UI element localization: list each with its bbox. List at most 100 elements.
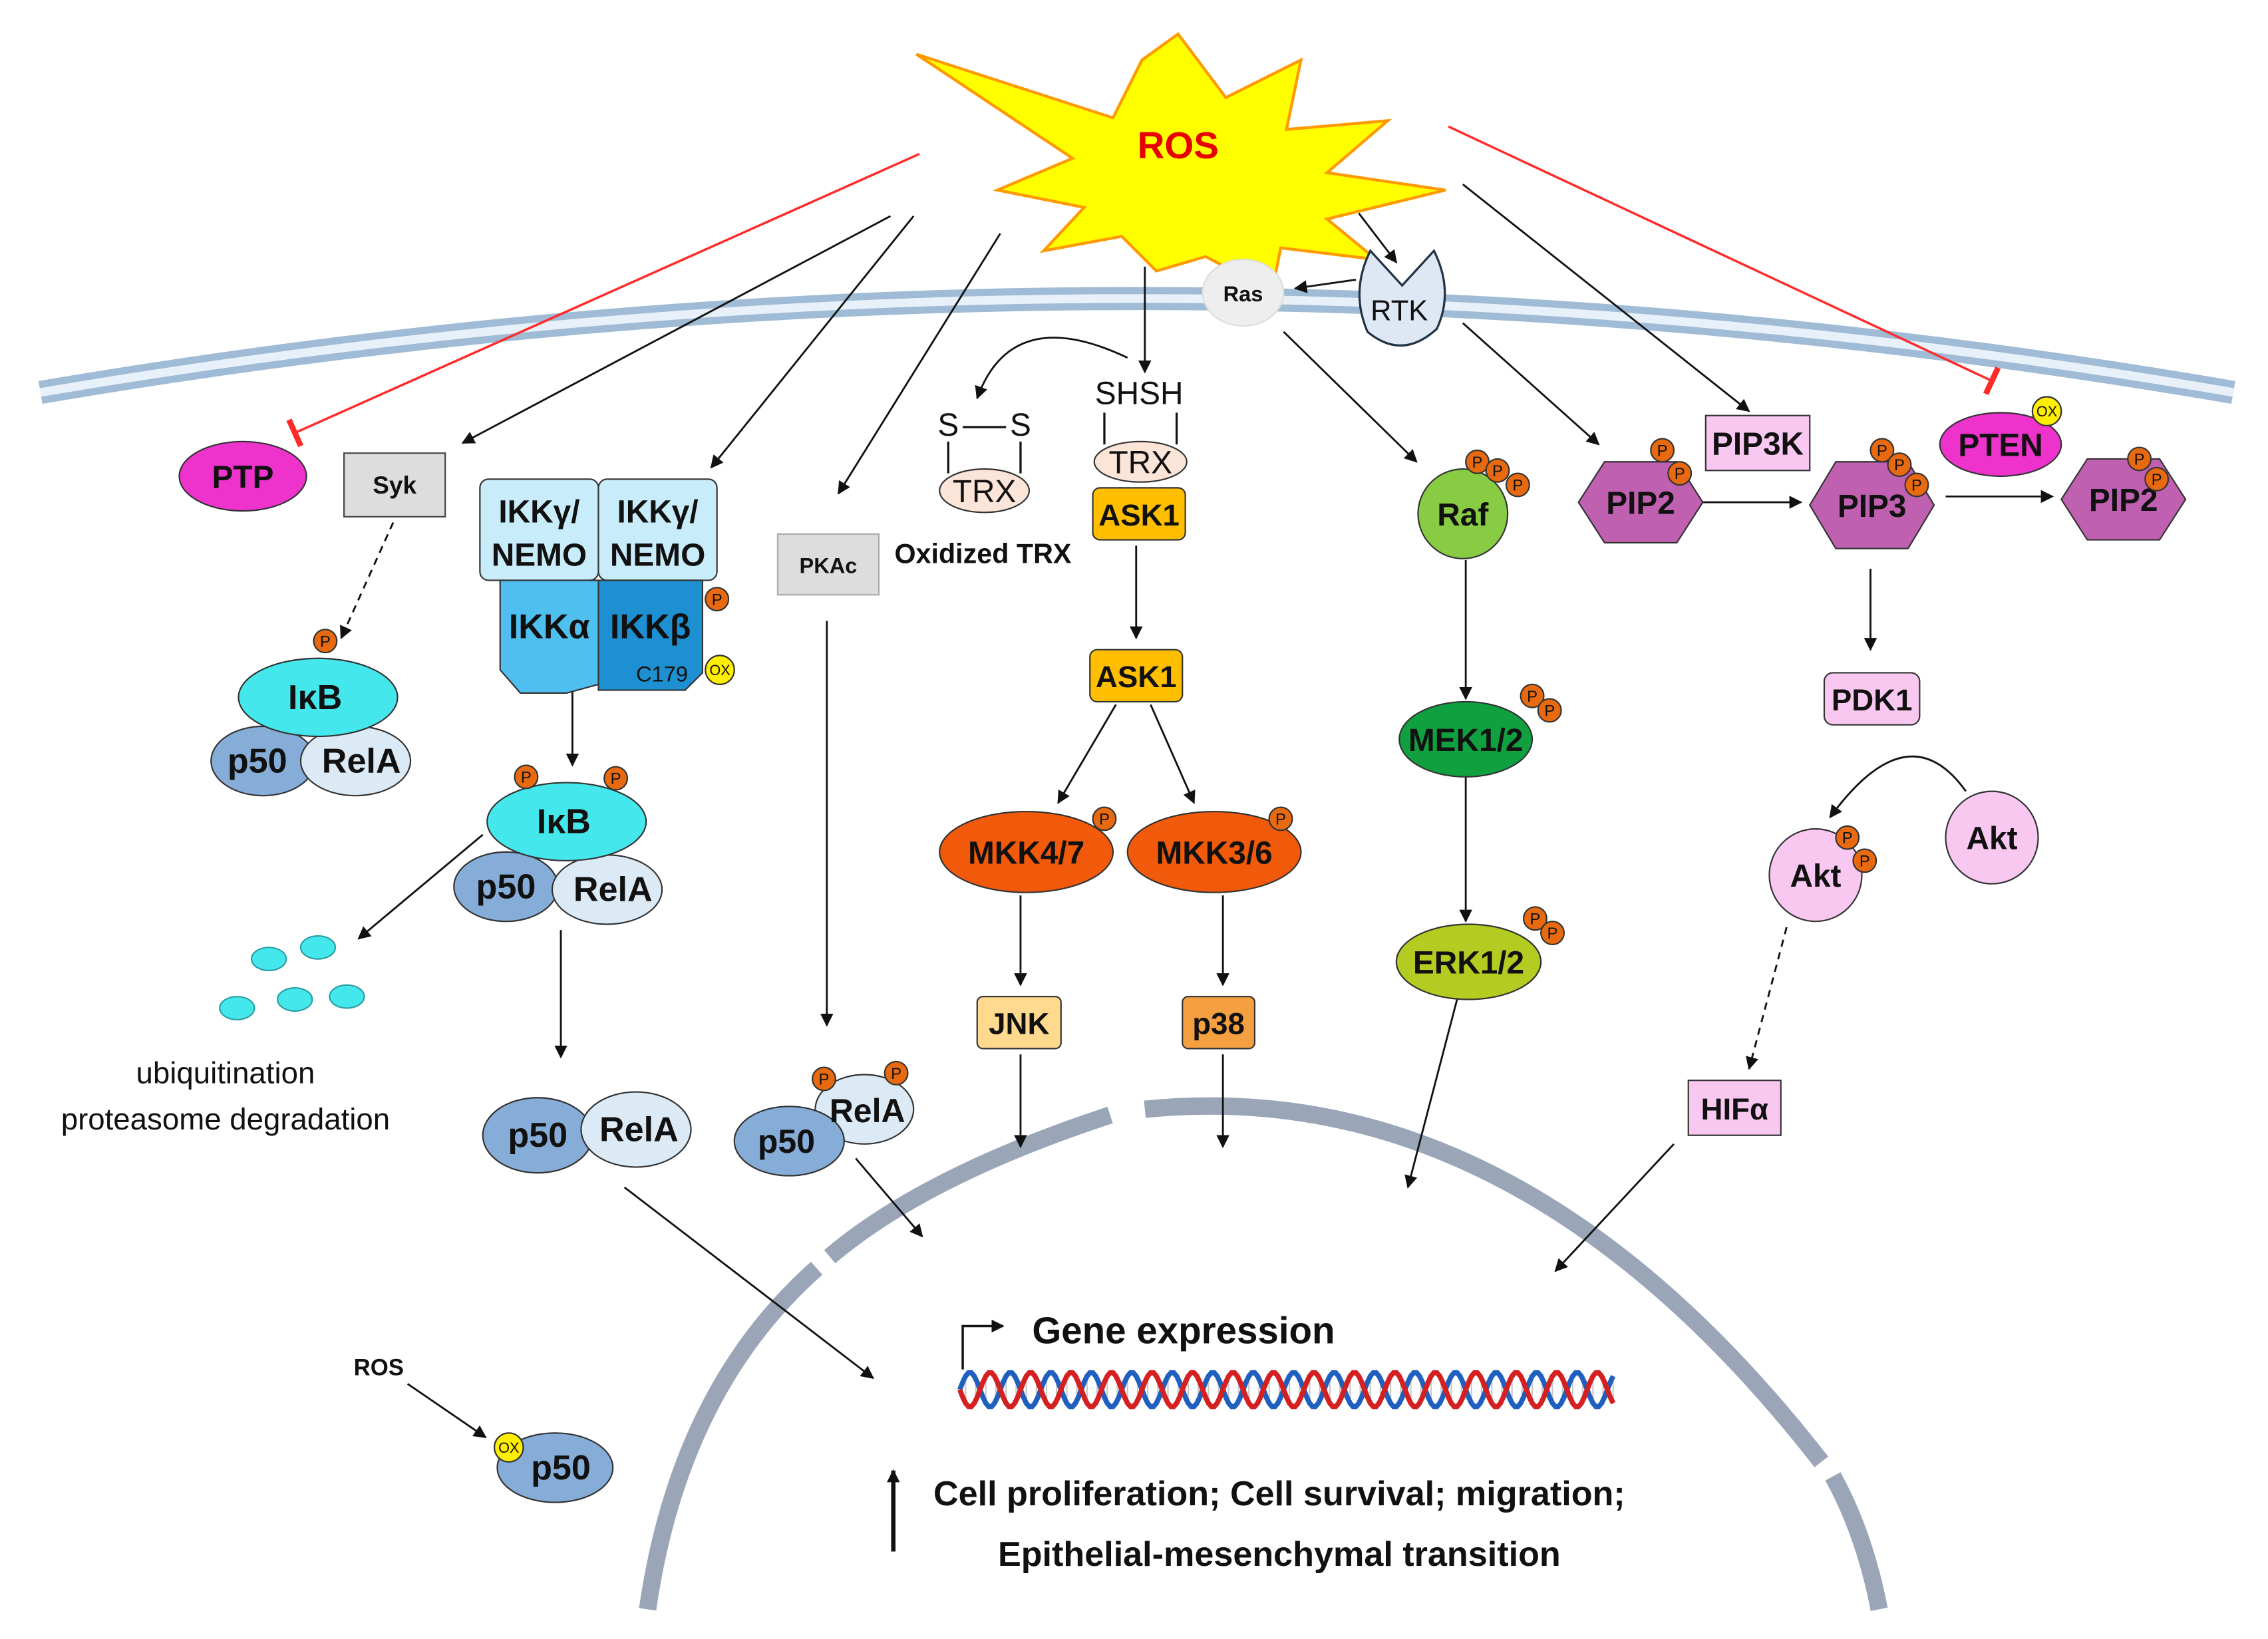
mkk47-node: MKK4/7 <box>939 810 1114 893</box>
svg-text:S: S <box>937 408 959 443</box>
svg-text:HIFα: HIFα <box>1701 1092 1769 1126</box>
phospho-badge: P <box>705 587 730 612</box>
phospho-badge: P <box>1092 806 1117 831</box>
ros-oxidized-p50: ROS p50 <box>354 1355 614 1503</box>
reduced-trx-ask1: SHSH TRX ASK1 <box>1092 376 1188 541</box>
oxidation-badge: OX <box>2031 396 2062 427</box>
svg-text:P: P <box>1842 829 1853 847</box>
phospho-badge: P <box>1520 683 1545 708</box>
svg-text:p38: p38 <box>1192 1007 1245 1041</box>
svg-text:p50: p50 <box>508 1116 567 1155</box>
ros-inhibits-ptp <box>286 152 920 448</box>
ask1-free: ASK1 <box>1089 649 1184 703</box>
svg-text:P: P <box>1512 477 1523 495</box>
svg-text:P: P <box>1527 688 1538 706</box>
svg-text:IκB: IκB <box>288 678 342 717</box>
svg-text:Syk: Syk <box>373 472 416 499</box>
svg-text:IκB: IκB <box>537 803 591 841</box>
free-p50-rela: p50 RelA <box>482 1091 692 1174</box>
svg-text:P: P <box>1544 702 1555 720</box>
svg-text:P: P <box>2152 471 2162 489</box>
rtk-receptor: RTK <box>1358 249 1446 347</box>
c179-label: C179 <box>636 662 688 686</box>
dna-strand-red <box>957 1370 1616 1410</box>
arrow-hif-nucleus <box>1554 1143 1675 1272</box>
pip3k-node: PIP3K <box>1704 414 1811 472</box>
svg-text:MKK3/6: MKK3/6 <box>1156 835 1272 871</box>
ros-inhibits-pten <box>1448 125 2001 396</box>
pip2-right-node: PIP2 <box>2060 458 2187 541</box>
arrow-p50rela-nucleus <box>623 1186 874 1379</box>
svg-text:RelA: RelA <box>830 1092 905 1129</box>
svg-text:ROS: ROS <box>354 1355 404 1380</box>
svg-text:P: P <box>611 770 621 788</box>
phospho-badge: P <box>811 1066 836 1092</box>
phospho-badge: P <box>1887 452 1912 478</box>
svg-text:P: P <box>1492 462 1503 480</box>
svg-text:MEK1/2: MEK1/2 <box>1408 723 1524 758</box>
pkac-node: PKAc <box>776 533 880 596</box>
nuclear-envelope <box>639 1097 1888 1611</box>
svg-text:PTEN: PTEN <box>1958 428 2042 464</box>
phospho-badge: P <box>514 764 539 790</box>
ikk-beta: IKKβ <box>610 607 691 646</box>
svg-text:P: P <box>1547 925 1558 943</box>
gene-expression: Gene expression <box>957 1310 1616 1410</box>
svg-text:RelA: RelA <box>599 1110 679 1149</box>
phospho-badge: P <box>1904 472 1929 498</box>
arrow-ros-pkac <box>837 233 1001 495</box>
svg-text:P: P <box>1530 910 1540 928</box>
svg-text:Ras: Ras <box>1223 281 1263 306</box>
svg-text:P: P <box>320 633 331 651</box>
pip3-node: PIP3 <box>1808 461 1935 549</box>
svg-text:PIP3: PIP3 <box>1838 489 1907 524</box>
jnk-node: JNK <box>976 996 1062 1050</box>
svg-text:P: P <box>1657 442 1668 460</box>
phospho-badge: P <box>2127 446 2152 472</box>
svg-text:PKAc: PKAc <box>800 553 858 578</box>
arrow-ros-rtk <box>1358 212 1398 263</box>
phospho-badge: P <box>1852 848 1877 873</box>
svg-text:PIP3K: PIP3K <box>1712 426 1804 462</box>
phospho-badge: P <box>1465 449 1490 474</box>
phospho-badge: P <box>1667 461 1693 486</box>
syk-node: Syk <box>343 452 446 518</box>
svg-text:Gene expression: Gene expression <box>1032 1310 1335 1352</box>
phospho-badge: P <box>1869 438 1895 463</box>
arrow-akt-phosphorylation <box>1829 755 1967 819</box>
svg-text:p50: p50 <box>758 1123 815 1160</box>
svg-text:P: P <box>1472 454 1483 472</box>
svg-text:MKK4/7: MKK4/7 <box>968 835 1084 871</box>
svg-text:P: P <box>521 769 532 787</box>
arrow-syk-ikb <box>340 522 395 640</box>
svg-text:P: P <box>2134 451 2145 469</box>
arrow-ask1-mkk36 <box>1150 704 1196 804</box>
mek-node: MEK1/2 <box>1398 700 1534 778</box>
akt-node: Akt <box>1945 790 2039 885</box>
outcome-line-2: Epithelial-mesenchymal transition <box>998 1535 1561 1574</box>
arrow-ros-ikk <box>710 216 915 469</box>
svg-text:TRX: TRX <box>953 474 1017 510</box>
svg-text:PTP: PTP <box>212 460 274 495</box>
ras-node: Ras <box>1202 258 1285 327</box>
degradation-label: proteasome degradation <box>61 1102 390 1136</box>
arrow-ikb-degradation <box>357 833 484 940</box>
svg-text:RelA: RelA <box>322 742 401 780</box>
mkk36-node: MKK3/6 <box>1126 810 1302 893</box>
outcomes: Cell proliferation; Cell survival; migra… <box>886 1469 1625 1574</box>
svg-text:ERK1/2: ERK1/2 <box>1413 945 1524 980</box>
arrow-ros-syk <box>461 215 891 444</box>
svg-text:PIP2: PIP2 <box>2089 483 2158 518</box>
oxidized-trx: S S TRX Oxidized TRX <box>894 408 1071 569</box>
ikk-gamma-2: IKKγ/ <box>617 495 699 530</box>
svg-text:P: P <box>1275 811 1286 829</box>
ikk-gamma-1: IKKγ/ <box>498 495 579 530</box>
ikb-complex-phospho: IκB p50 RelA <box>453 782 663 925</box>
svg-text:Akt: Akt <box>1967 821 2018 857</box>
ros-label: ROS <box>1138 124 1219 166</box>
ikk-nemo-1: NEMO <box>492 538 587 573</box>
svg-text:P: P <box>1877 442 1887 460</box>
svg-text:P: P <box>1911 477 1922 495</box>
